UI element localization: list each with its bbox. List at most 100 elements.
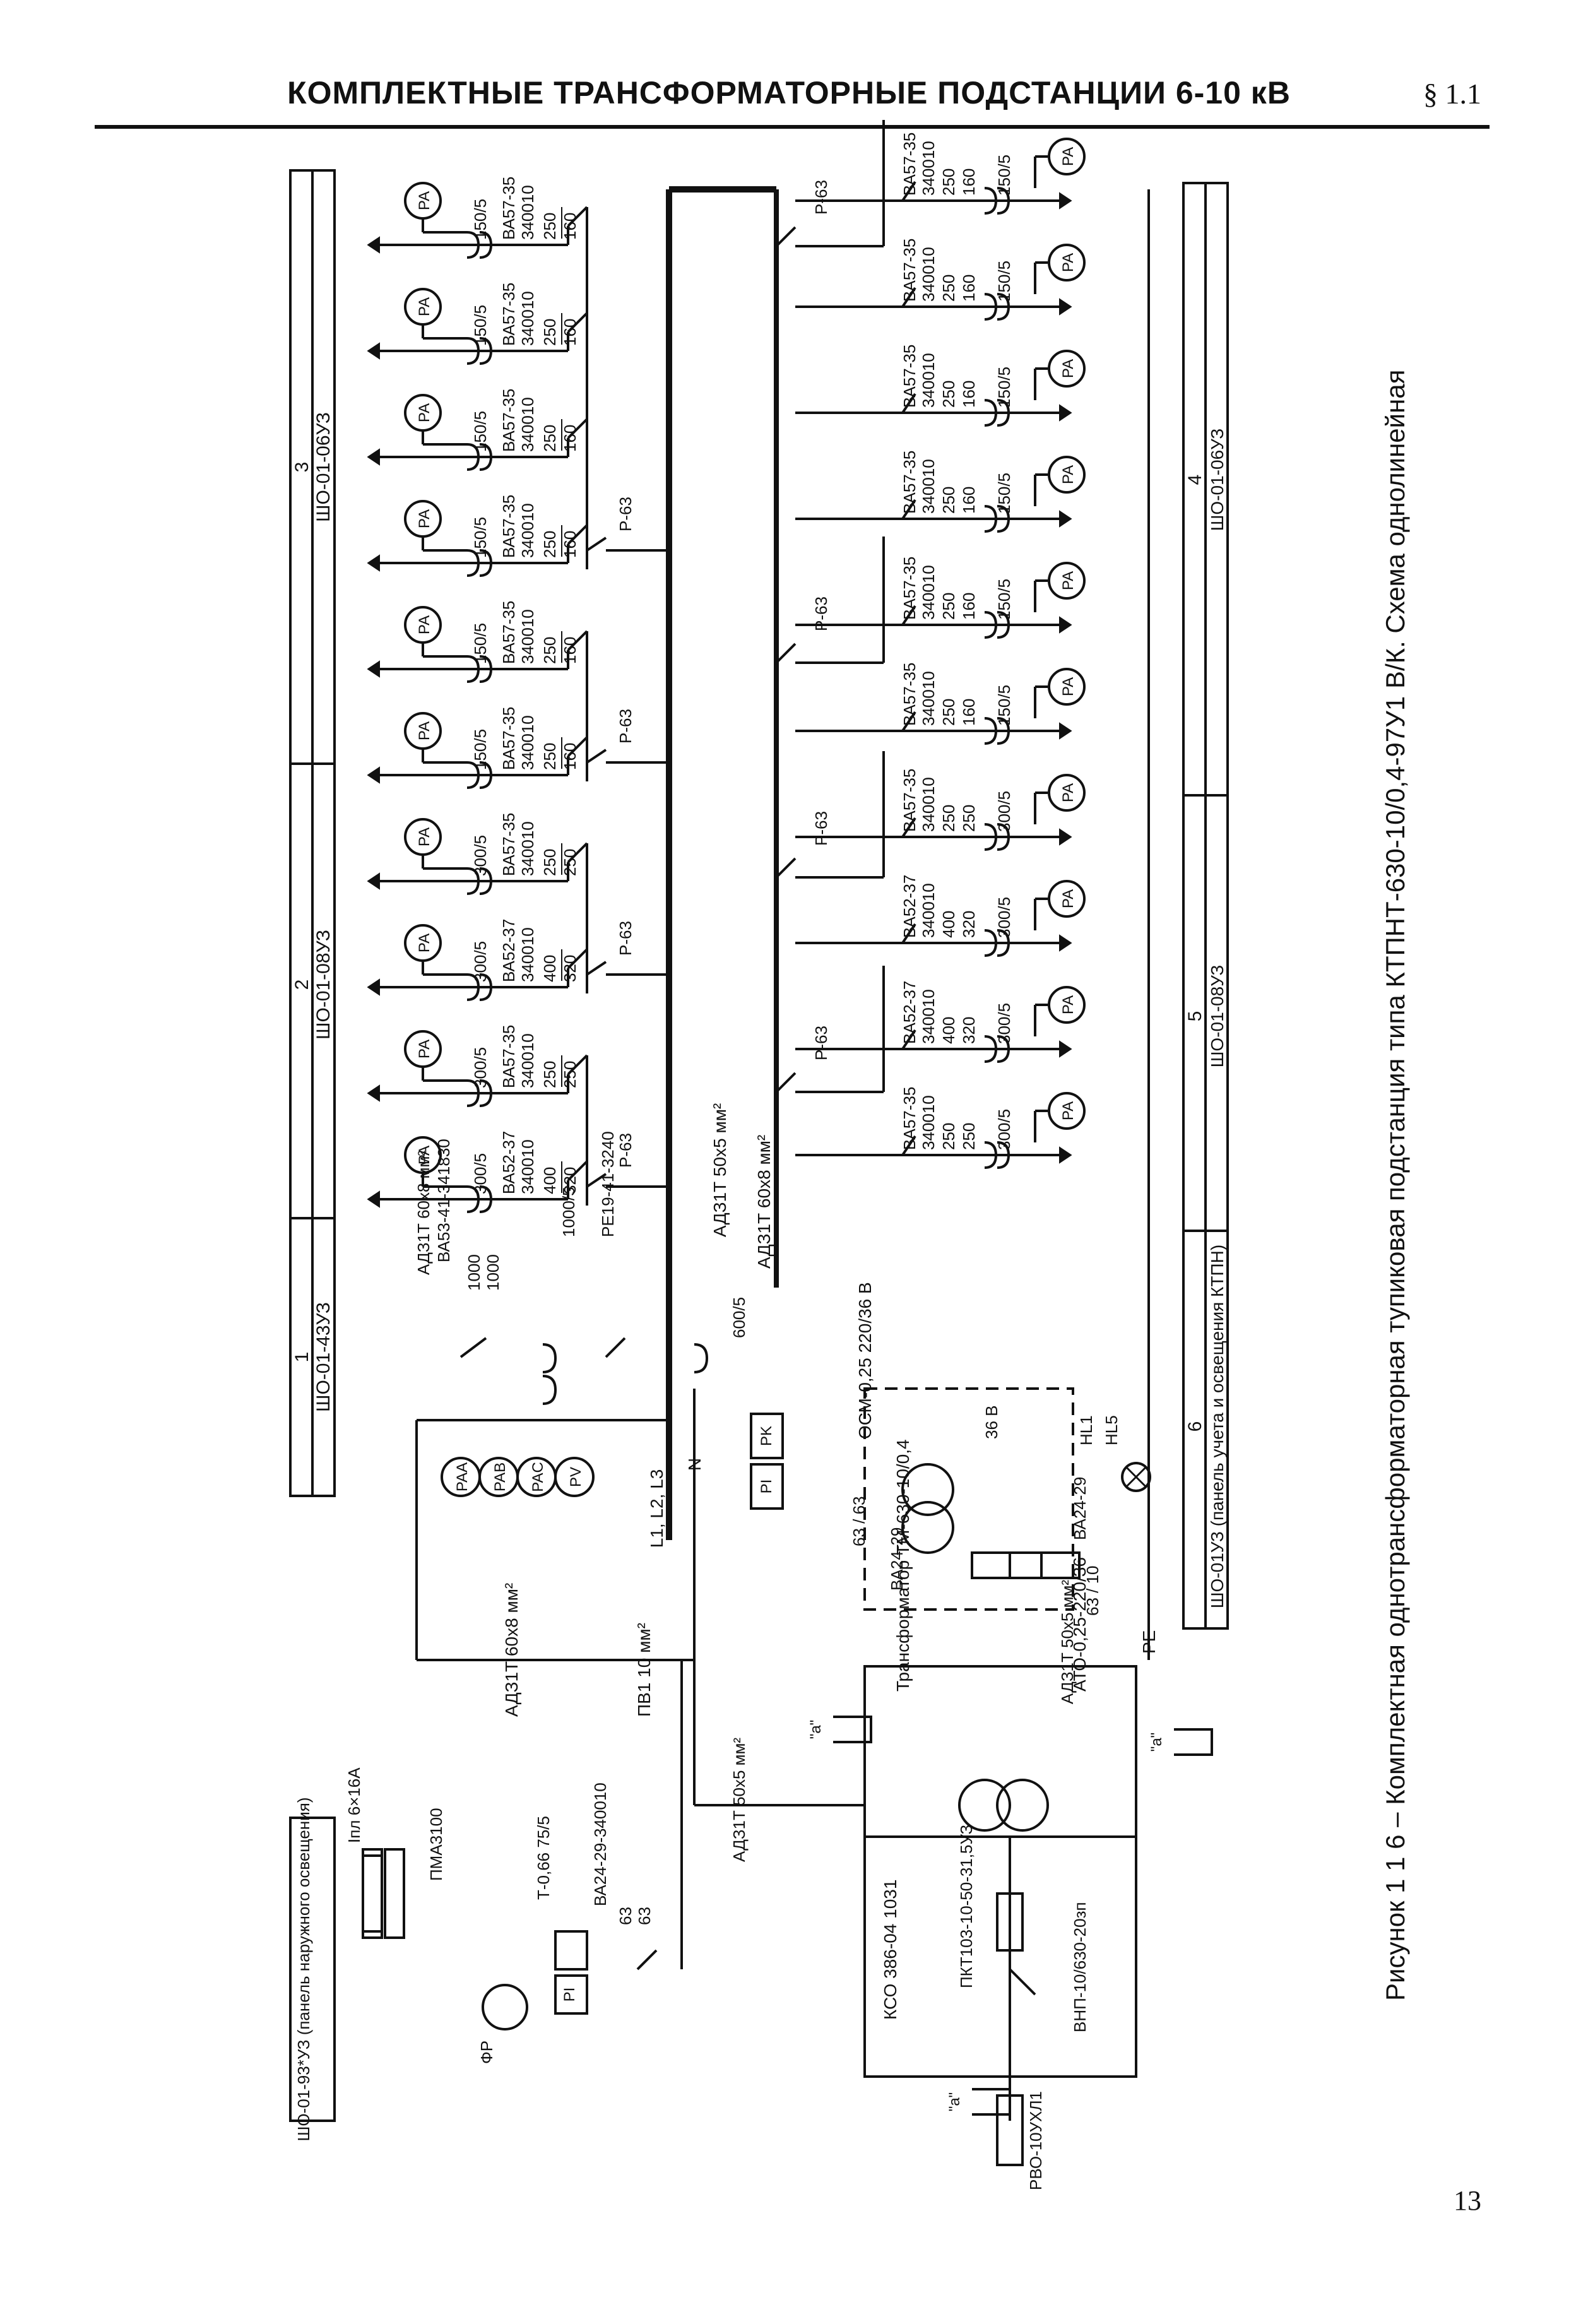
aux-trafo-winding: [901, 1463, 954, 1516]
ct-coil: [466, 655, 480, 683]
breaker-type: ВА57-35: [499, 283, 518, 346]
switch-p63: [775, 857, 797, 879]
breaker-type: ВА57-35: [900, 451, 919, 514]
bus-tr-label: АДЗ1Т 50х5 мм²: [1058, 1580, 1077, 1704]
main-breaker-r2: 1000: [483, 1254, 502, 1291]
ct-ratio: 300/5: [471, 1047, 490, 1088]
ct-coil: [984, 293, 998, 321]
bus-tr-out-label: АДЗ1Т 50х5 мм²: [730, 1738, 749, 1862]
trafo-winding: [958, 1779, 1011, 1832]
ct-ratio: 150/5: [995, 579, 1014, 620]
ct-ratio: 150/5: [471, 411, 490, 452]
breaker-code: 340010: [518, 715, 537, 770]
pa-label: PA: [1060, 1101, 1077, 1120]
ct-coil: [984, 929, 998, 957]
breaker-type: ВА57-35: [499, 601, 518, 664]
switch-p63: [775, 226, 797, 247]
panel-type: ШО-01-43УЗ: [313, 1302, 334, 1412]
ground-hatch: [1174, 1728, 1213, 1756]
ct-coil: [466, 443, 480, 471]
breaker-rating-2: 160: [560, 425, 579, 452]
switch-label: Р-63: [812, 596, 831, 631]
bus-label-bottom: АДЗ1Т 60х8 мм²: [754, 1135, 774, 1269]
feeder-arrow-head: [1059, 1146, 1072, 1164]
ct-ratio: 150/5: [471, 623, 490, 664]
ct-coil: [984, 717, 998, 745]
fuse-label: ПКТ103-10-50-31,5УЗ: [957, 1825, 976, 1988]
ct-coil: [466, 231, 480, 259]
ground-hatch: [972, 2088, 1011, 2116]
pi-lighting-label: PI: [561, 1988, 578, 2002]
switch-label: Р-63: [812, 180, 831, 215]
feeder-arrow-head: [1059, 192, 1072, 210]
breaker-rating-1: 250: [939, 805, 958, 832]
breaker-code: 340010: [518, 1033, 537, 1088]
lamp-fuse: [362, 1854, 383, 1933]
pa-label: PA: [416, 1040, 433, 1058]
lighting-ct-box: [554, 1930, 588, 1971]
ct-coil: [479, 655, 493, 683]
breaker-contact: [901, 1029, 916, 1050]
lighting-panel-box: [289, 1817, 336, 2122]
panel-number: 3: [292, 462, 312, 473]
feeder-arrow-head: [1059, 510, 1072, 528]
breaker-rating-2: 320: [560, 1167, 579, 1194]
ct-coil: [997, 505, 1010, 533]
aux-fuse: [971, 1551, 1043, 1579]
pa-label: PA: [416, 934, 433, 952]
aux-breaker-rating: 63 / 63: [850, 1496, 868, 1546]
ct-coil: [997, 717, 1010, 745]
breaker-rating-2: 160: [560, 319, 579, 346]
pe-label: PE: [1139, 1630, 1159, 1654]
breaker-rating-1: 400: [540, 955, 559, 982]
breaker-rating-1: 250: [540, 213, 559, 240]
hl5-label: HL5: [1102, 1415, 1121, 1445]
breaker-type: ВА57-35: [499, 389, 518, 452]
ct-coil: [466, 549, 480, 577]
pa-label: PA: [1060, 253, 1077, 272]
breaker-rating-2: 160: [959, 275, 978, 302]
ct-ratio: 300/5: [471, 941, 490, 982]
pa-label: PA: [416, 403, 433, 422]
breaker-rating-2: 250: [560, 1061, 579, 1088]
switch-label: Р-63: [616, 497, 635, 531]
ground-hatch: [833, 1716, 872, 1743]
ground-a-label: "а": [1148, 1733, 1165, 1752]
switch-p63: [586, 749, 607, 764]
neutral-label: N: [685, 1458, 704, 1471]
breaker-type: ВА57-35: [499, 707, 518, 770]
ct-coil: [466, 1185, 480, 1213]
ground-a-label: "а": [807, 1720, 824, 1739]
pa-label: PA: [1060, 465, 1077, 484]
breaker-code: 340010: [919, 565, 938, 620]
pa-label: PA: [416, 827, 433, 846]
ato-label: АТО-0,25-220/36: [1070, 1557, 1089, 1692]
ct-ratio: 300/5: [995, 791, 1014, 832]
ct-ratio: 300/5: [995, 1109, 1014, 1150]
feeder-arrow-head: [367, 978, 380, 996]
ct-coil: [479, 231, 493, 259]
feeder-arrow-head: [367, 342, 380, 360]
pk-label: PK: [758, 1426, 775, 1446]
breaker-rating-2: 250: [560, 849, 579, 876]
ct-ratio: 150/5: [995, 473, 1014, 514]
breaker-contact: [901, 499, 916, 520]
lamp-fuse: [362, 1854, 383, 1933]
ct-coil: [997, 1141, 1010, 1169]
breaker-code: 340010: [518, 291, 537, 346]
pa-label: PA: [1060, 995, 1077, 1014]
lamp-fuse: [362, 1854, 383, 1933]
feeder-arrow-head: [1059, 934, 1072, 952]
breaker-type: ВА57-35: [499, 1025, 518, 1088]
ct-coil: [479, 761, 493, 789]
ammeter-pa: [1048, 244, 1086, 282]
ct-lighting-label: Т-0,66 75/5: [534, 1816, 553, 1900]
breaker-contact: [567, 1160, 588, 1182]
breaker-type: ВА57-35: [499, 813, 518, 876]
ct-ratio: 150/5: [471, 729, 490, 770]
ct-ratio: 150/5: [995, 261, 1014, 302]
feeder-arrow-head: [367, 766, 380, 784]
lamp-fuse-group: [362, 1848, 383, 1939]
breaker-rating-1: 250: [540, 637, 559, 664]
